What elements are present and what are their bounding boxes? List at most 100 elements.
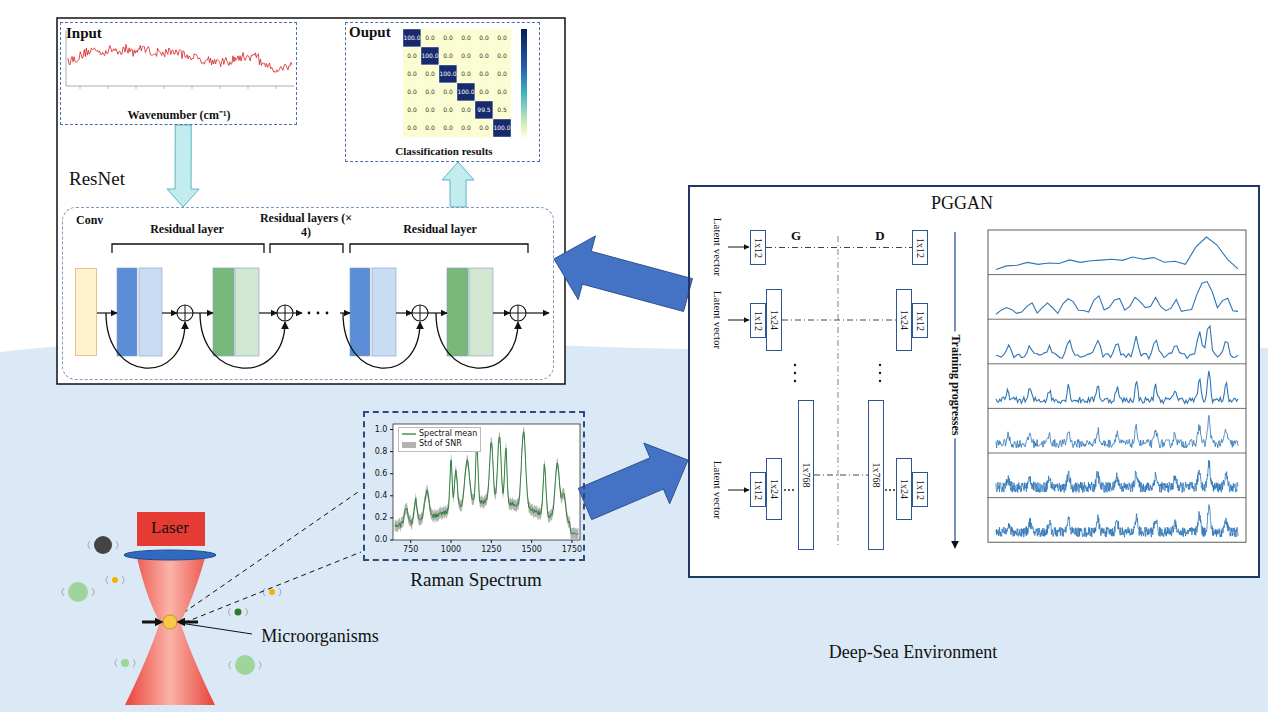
- layer-block: [235, 268, 259, 356]
- matrix-value: 100.0: [421, 53, 438, 60]
- add-symbol: [510, 305, 526, 321]
- axis-tick: [571, 540, 572, 543]
- box-label: 1x24: [898, 310, 910, 330]
- matrix-value: 0.0: [497, 71, 507, 78]
- ellipsis-dot: [885, 489, 887, 491]
- layer-block: [117, 268, 137, 356]
- node-title: Input: [66, 25, 102, 42]
- input-arrow: [728, 320, 749, 321]
- motion-mark: [62, 588, 94, 596]
- input-arrow: [728, 247, 749, 248]
- matrix-cell: [421, 65, 439, 83]
- matrix-value: 0.0: [461, 53, 471, 60]
- matrix-cell: [421, 47, 439, 65]
- legend-entry: Spectral mean: [402, 429, 477, 439]
- matrix-cell: [439, 47, 457, 65]
- matrix-value: 0.0: [407, 107, 417, 114]
- ellipsis-dot: [317, 312, 320, 315]
- flow-arrow: [428, 312, 447, 313]
- matrix-cell: [475, 65, 493, 83]
- feature-map-box: 1x12: [750, 472, 766, 507]
- feature-map-box: 1x12: [912, 303, 928, 338]
- ellipsis-dot: [308, 312, 311, 315]
- input-label: Latent vector: [712, 218, 725, 276]
- ellipsis-dot: [788, 489, 790, 491]
- plot-divider: [988, 453, 1246, 454]
- matrix-cell: [439, 29, 457, 47]
- box-label: 1x12: [752, 480, 764, 500]
- axis-tick: [491, 540, 492, 543]
- tick-label: 1000: [441, 545, 461, 554]
- process-arrow: [578, 443, 688, 520]
- matrix-value: 0.0: [479, 89, 489, 96]
- plot-frame: [988, 230, 1246, 542]
- feature-map-box: 1x12: [750, 230, 766, 265]
- box-label: 1x12: [914, 238, 926, 258]
- matrix-cell: [475, 29, 493, 47]
- matrix-cell: [457, 47, 475, 65]
- flow-arrow: [493, 312, 510, 313]
- matrix-cell: [475, 119, 493, 137]
- input-spectrum-line: [68, 44, 292, 72]
- ellipsis-dot: [879, 372, 881, 374]
- bracket: [270, 244, 343, 253]
- ellipsis-dot: [879, 364, 881, 366]
- flow-arrow: [340, 312, 350, 313]
- flow-arrow: [162, 312, 177, 313]
- matrix-cell: [403, 101, 421, 119]
- flow-arrow: [526, 312, 549, 313]
- matrix-value: 0.0: [497, 35, 507, 42]
- box-label: 1x24: [898, 479, 910, 499]
- matrix-cell: [421, 119, 439, 137]
- matrix-cell: [457, 119, 475, 137]
- flow-arrow: [442, 162, 474, 207]
- matrix-cell: [493, 119, 511, 137]
- matrix-value: 0.0: [443, 89, 453, 96]
- generated-spectrum: [996, 326, 1238, 359]
- matrix-cell: [439, 119, 457, 137]
- box-label: 1x12: [914, 311, 926, 331]
- ellipsis-dot: [792, 489, 794, 491]
- feature-map-box: 1x12: [750, 303, 766, 338]
- std-band: [395, 426, 579, 540]
- motion-mark: [88, 541, 118, 549]
- legend-text: Std of SNR: [419, 439, 462, 449]
- ellipsis-dot: [794, 380, 796, 382]
- matrix-value: 99.5: [477, 107, 490, 114]
- matrix-value: 100.0: [439, 71, 456, 78]
- chart-area: [393, 424, 580, 540]
- flow-arrow: [167, 125, 199, 207]
- matrix-value: 0.0: [443, 125, 453, 132]
- layer-block: [372, 268, 396, 356]
- plot-divider: [988, 497, 1246, 498]
- matrix-cell: [439, 101, 457, 119]
- axis-title: Training progresses: [948, 331, 962, 438]
- node-title: Conv: [76, 214, 103, 228]
- layer-block: [350, 268, 370, 356]
- matrix-cell: [403, 29, 421, 47]
- matrix-cell: [421, 101, 439, 119]
- pggan-box: PGGAN1x121x121x121x241x241x121x121x241x7…: [688, 185, 1260, 578]
- tick-label: 0.8: [375, 447, 388, 456]
- legend-text: Spectral mean: [419, 429, 477, 439]
- matrix-value: 0.0: [443, 35, 453, 42]
- ellipsis-dot: [893, 489, 895, 491]
- matrix-value: 0.0: [461, 71, 471, 78]
- matrix-value: 0.0: [461, 35, 471, 42]
- layer-block: [447, 268, 468, 356]
- add-symbol: [412, 305, 428, 321]
- matrix-cell: [475, 101, 493, 119]
- matrix-cell: [493, 47, 511, 65]
- legend-entry: Std of SNR: [402, 439, 477, 449]
- layer-group-label: Residual layers (× 4): [258, 212, 354, 240]
- tick-label: 0.6: [375, 469, 388, 478]
- generated-spectrum: [996, 460, 1238, 493]
- matrix-cell: [493, 29, 511, 47]
- flow-arrow: [193, 312, 213, 313]
- feature-map-box: 1x24: [896, 458, 912, 520]
- matrix-value: 0.0: [407, 125, 417, 132]
- feature-map-box: 1x12: [912, 230, 928, 265]
- output-box: OuputClassification results: [345, 22, 540, 162]
- add-symbol: [510, 305, 526, 321]
